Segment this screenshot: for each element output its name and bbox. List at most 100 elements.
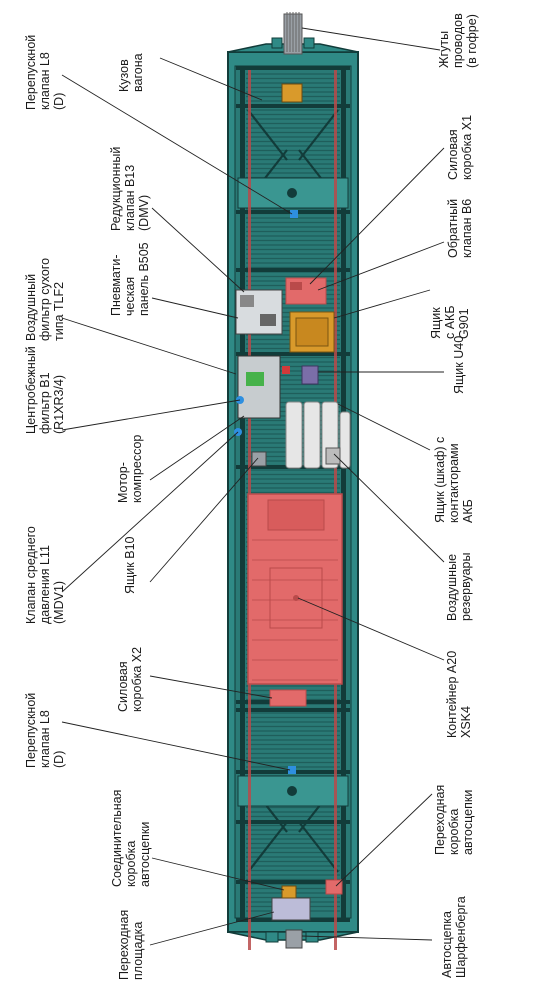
leader-a20 <box>297 597 445 661</box>
label-u40: Ящик U40 <box>452 336 466 394</box>
label-text: клапан B13 <box>123 165 137 231</box>
leader-pnevmo <box>151 297 239 319</box>
label-text: коробка X2 <box>130 647 144 712</box>
label-text: Перепускной <box>24 693 38 768</box>
check-valve-b6 <box>282 366 290 374</box>
end-box <box>265 931 279 943</box>
label-text: (R1XR3/4) <box>52 375 66 434</box>
label-text: Жгуты <box>437 31 451 68</box>
label-text: (в гофре) <box>465 14 479 68</box>
leader-rezervuary <box>333 453 445 563</box>
label-text: панель B505 <box>137 242 151 316</box>
container-panel <box>269 567 323 629</box>
box-detail <box>290 282 302 290</box>
cross-beam <box>236 268 350 272</box>
label-text: клапан B6 <box>460 199 474 258</box>
label-text: Воздушные <box>445 554 459 621</box>
end-box <box>305 931 319 943</box>
air-reservoir <box>339 411 351 469</box>
bogie-brace <box>298 109 339 161</box>
label-text: Соединительная <box>110 790 124 887</box>
label-text: клапан L8 <box>38 710 52 768</box>
cross-beam <box>236 352 350 356</box>
label-text: Центробежный <box>24 346 38 434</box>
label-text: давления L11 <box>38 545 52 624</box>
leader-soedinit <box>151 857 285 891</box>
power-box-x1 <box>285 277 327 305</box>
leader-redukt <box>151 207 245 293</box>
label-text: (MDV1) <box>52 581 66 624</box>
wire-junction <box>281 83 303 103</box>
label-text: коробка <box>447 809 461 855</box>
label-text: площадка <box>131 922 145 980</box>
label-text: Ящик (шкаф) с <box>433 437 447 523</box>
label-text: Переходная <box>117 910 131 980</box>
label-text: G901 <box>457 308 471 339</box>
air-reservoir <box>285 401 303 469</box>
box-b10 <box>251 451 267 467</box>
label-text: Обратный <box>446 199 460 258</box>
cross-beam <box>236 104 350 108</box>
leader-yashik-b10 <box>149 457 259 583</box>
label-text: с АКБ <box>443 305 457 339</box>
panel-part <box>240 295 254 307</box>
leader-filtr-suh <box>61 317 237 375</box>
leader-perepusk-top <box>61 74 293 215</box>
air-reservoir <box>303 401 321 469</box>
compressor-motor <box>246 372 264 386</box>
label-text: резервуары <box>459 552 473 621</box>
label-text: Силовая <box>116 661 130 712</box>
label-text: Ящик <box>429 307 443 339</box>
side-sill-left <box>240 66 245 918</box>
leader-avtoscepka <box>301 935 433 941</box>
label-text: (DMV) <box>137 195 151 231</box>
leader-motor <box>149 415 245 481</box>
leader-klapan-sred <box>61 431 239 593</box>
label-text: Шарфенберга <box>454 896 468 978</box>
label-text: Контейнер A20 <box>445 651 459 738</box>
label-text: АКБ <box>461 499 475 523</box>
coupler-junction-box <box>281 885 297 899</box>
cross-beam <box>236 708 350 712</box>
label-text: Автосцепка <box>440 911 454 978</box>
label-text: автосцепки <box>138 822 152 887</box>
leader-silovaya-x2 <box>149 675 273 699</box>
label-text: фильтр сухого <box>38 258 52 341</box>
center-pin-top <box>287 188 297 198</box>
label-text: автосцепки <box>461 790 475 855</box>
side-sill-right <box>341 66 346 918</box>
leader-centrobezh <box>61 399 241 431</box>
label-text: Ящик U40 <box>452 336 466 394</box>
leader-shkaf <box>337 403 431 451</box>
bogie-brace <box>247 109 288 161</box>
leader-kuzov <box>159 57 263 101</box>
label-text: XSK4 <box>459 706 473 738</box>
leader-silovaya-x1 <box>309 147 445 285</box>
label-text: ческая <box>123 277 137 316</box>
cross-beam <box>236 66 350 70</box>
wagon-body <box>227 12 359 950</box>
scharfenberg-coupler <box>285 929 303 949</box>
label-text: Ящик B10 <box>123 536 137 594</box>
cross-beam <box>236 880 350 884</box>
label-text: вагона <box>131 53 145 92</box>
label-text: фильтр B1 <box>38 372 52 434</box>
label-text: компрессор <box>130 435 144 503</box>
leader-perepusk-bottom <box>61 721 291 771</box>
label-text: проводов <box>451 13 465 68</box>
